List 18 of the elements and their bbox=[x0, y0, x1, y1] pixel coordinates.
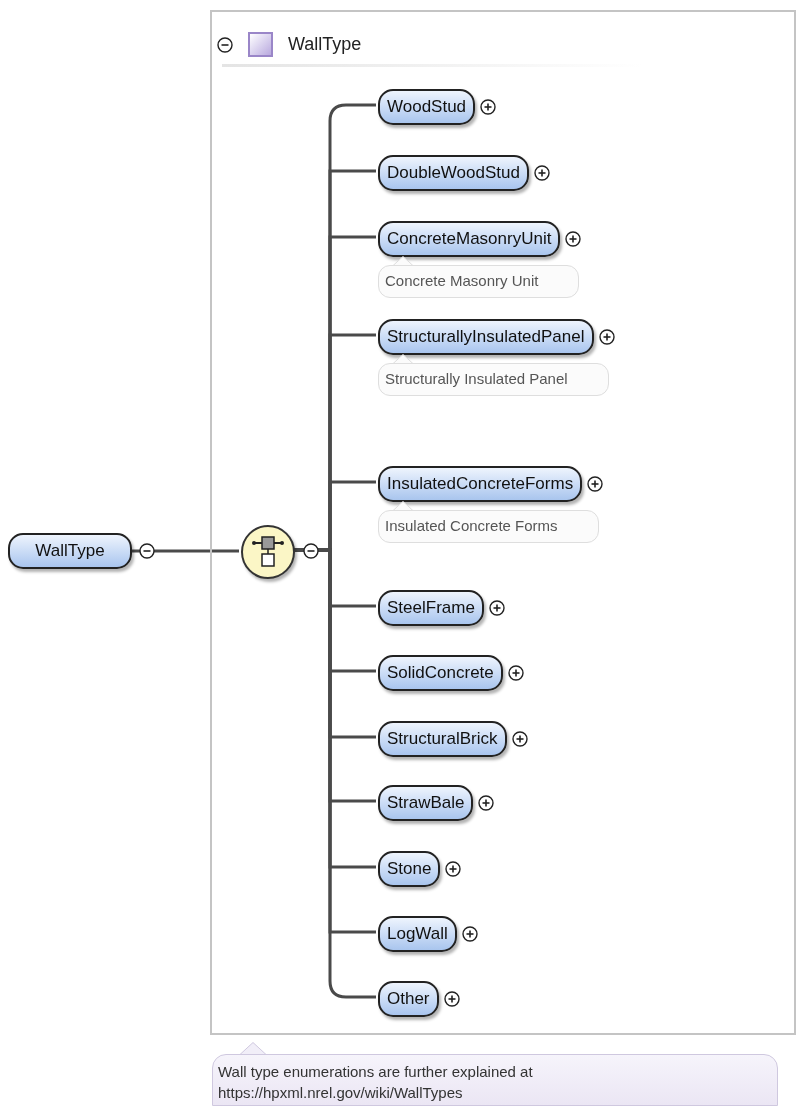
element-pill: StrawBale bbox=[378, 785, 474, 821]
element-pill: StructurallyInsulatedPanel bbox=[378, 319, 594, 355]
connector-line bbox=[132, 549, 239, 553]
element-pill: SteelFrame bbox=[378, 590, 484, 626]
complex-type-panel bbox=[210, 10, 796, 1035]
annotation-note: Wall type enumerations are further explained at https://hpxml.nrel.gov/wiki/WallTypes bbox=[212, 1054, 778, 1106]
choice-compositor bbox=[241, 525, 295, 579]
element-pill: StructuralBrick bbox=[378, 721, 507, 757]
element-pill: LogWall bbox=[378, 916, 457, 952]
element-pill: SolidConcrete bbox=[378, 655, 503, 691]
element-pill: ConcreteMasonryUnit bbox=[378, 221, 561, 257]
element-pill: Stone bbox=[378, 851, 441, 887]
element-pill: WoodStud bbox=[378, 89, 476, 125]
element-pill: DoubleWoodStud bbox=[378, 155, 529, 191]
type-name: WallType bbox=[288, 33, 362, 56]
element-pill: InsulatedConcreteForms bbox=[378, 466, 583, 502]
element-pill: Other bbox=[378, 981, 439, 1017]
element-pill: WallType bbox=[8, 533, 132, 569]
